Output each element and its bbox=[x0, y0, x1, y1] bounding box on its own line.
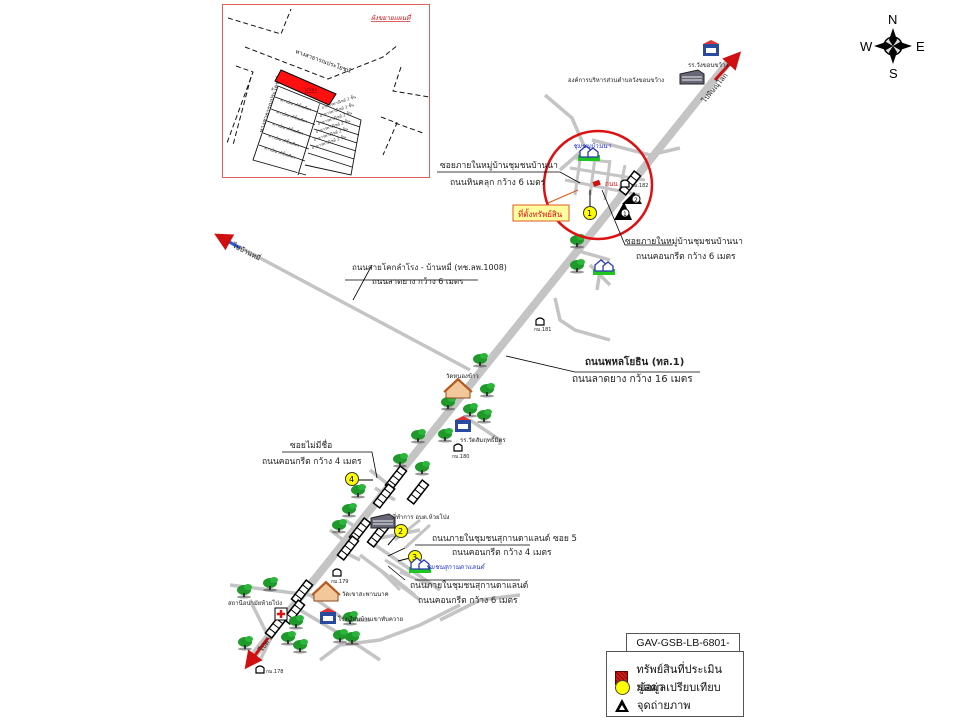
km-post-icon bbox=[535, 317, 545, 326]
soi-3-line2: ถนนคอนกรีต กว้าง 6 เมตร bbox=[418, 595, 518, 606]
subject-leader-line bbox=[547, 189, 579, 204]
km-179-label: กม.179 bbox=[331, 579, 348, 585]
km-post-icon bbox=[620, 179, 630, 188]
km-post-icon bbox=[332, 568, 342, 577]
to-west-label: ไปบ้านหมี่ bbox=[230, 240, 262, 262]
soi-2c-line1: ถนนภายในชุมชนสุกานดาแลนด์ ซอย 5 bbox=[432, 533, 577, 544]
compass-west: W bbox=[860, 39, 873, 54]
school-icon bbox=[455, 416, 471, 432]
village-icon bbox=[592, 259, 616, 276]
soi-1-line2: ถนนหินคลุก กว้าง 6 เมตร bbox=[450, 177, 546, 188]
compass-north: N bbox=[888, 12, 898, 27]
inset-map: ผังขยายแผนที่ ทางสาธารณประโยชน์ ทางสาธาร… bbox=[222, 4, 430, 178]
school-top-label: รร.วังขอนขว้าง bbox=[688, 62, 728, 69]
red-road-tag: ถนน bbox=[605, 180, 618, 188]
road-west-line1: ถนนสายโคกลำโรง - บ้านหมี่ (ทช.ลพ.1008) bbox=[352, 261, 507, 272]
svg-text:3: 3 bbox=[412, 553, 417, 562]
report-code: GAV-GSB-LB-6801-0008 bbox=[626, 633, 740, 667]
svg-text:1: 1 bbox=[623, 211, 627, 218]
school-3-label: โรงเรียนบ้านเขาทับควาย bbox=[338, 615, 403, 623]
soi-2c-line2: ถนนคอนกรีต กว้าง 4 เมตร bbox=[452, 547, 552, 558]
inset-parcels bbox=[252, 85, 362, 176]
legend: ทรัพย์สินที่ประเมินมูลค่า ข้อมูลเปรียบเท… bbox=[606, 651, 744, 717]
legend-item-comparable: ข้อมูลเปรียบเทียบ bbox=[615, 678, 721, 696]
soi-4-line1: ซอยไม่มีชื่อ bbox=[290, 439, 332, 451]
highway-line1: ถนนพหลโยธิน (ทล.1) bbox=[585, 355, 684, 368]
health-label: สถานีอนามัยห้วยโป่ง bbox=[228, 599, 282, 607]
km-182-label: กม.182 bbox=[631, 183, 648, 189]
compass-rose: N S W E bbox=[858, 12, 928, 82]
soi-4-line2: ถนนคอนกรีต กว้าง 4 เมตร bbox=[262, 456, 362, 467]
km-181-label: กม.181 bbox=[534, 327, 551, 333]
road-west-line2: ถนนลาดยาง กว้าง 6 เมตร bbox=[372, 277, 464, 286]
compass-south: S bbox=[889, 66, 898, 81]
subject-parcel-marker bbox=[592, 179, 601, 187]
comparable-4-marker: 4 bbox=[345, 472, 373, 486]
km-post-icon bbox=[453, 443, 463, 452]
school-2-label: รร.วัดสัมฤทธิ์มิตร bbox=[460, 435, 506, 444]
km-post-icon bbox=[255, 665, 265, 674]
office-building-icon bbox=[679, 69, 705, 85]
leader-lines bbox=[282, 171, 700, 581]
subject-tag-label: ที่ตั้งทรัพย์สิน bbox=[518, 208, 563, 219]
subject-highlight-circle bbox=[542, 129, 654, 241]
camera-triangle-icon bbox=[615, 698, 629, 712]
soi-2-line2: ถนนคอนกรีต กว้าง 6 เมตร bbox=[636, 251, 736, 262]
inset-subject-label: แปลง bbox=[305, 87, 317, 93]
arrow-south-icon bbox=[244, 637, 270, 670]
svg-text:2: 2 bbox=[634, 197, 638, 204]
svg-text:2: 2 bbox=[398, 527, 403, 536]
hospital-icon bbox=[274, 607, 288, 621]
inset-title: ผังขยายแผนที่ bbox=[371, 13, 412, 22]
comparable-1-marker: 1 bbox=[583, 190, 597, 220]
highway-line2: ถนนลาดยาง กว้าง 16 เมตร bbox=[572, 373, 693, 385]
svg-text:1: 1 bbox=[587, 209, 592, 218]
svg-text:4: 4 bbox=[349, 475, 354, 484]
yellow-circle-icon bbox=[615, 679, 630, 695]
sao-office-label: ที่ทำการ อบต.ห้วยโป่ง bbox=[392, 513, 450, 521]
inset-subject-parcel bbox=[274, 69, 337, 106]
highway-1 bbox=[246, 57, 734, 663]
compass-east: E bbox=[916, 39, 925, 54]
community-2-label: ชุมชนสุกานดาแลนด์ bbox=[426, 563, 486, 571]
photo-point-1-icon: 1 bbox=[614, 202, 632, 220]
km-178-label: กม.178 bbox=[266, 669, 283, 675]
road-west bbox=[229, 240, 471, 372]
soi-3-line1: ถนนภายในชุมชนสุกานดาแลนด์ bbox=[410, 580, 528, 591]
soi-2-line1: ซอยภายในหมู่บ้านชุมชนบ้านนา bbox=[625, 236, 743, 247]
subject-tag-box bbox=[512, 204, 570, 222]
inset-roads bbox=[226, 8, 430, 156]
temple-1-label: วัดหนองข้าว bbox=[446, 373, 479, 380]
school-icon bbox=[703, 40, 719, 56]
arrow-west-icon bbox=[214, 233, 241, 251]
temple-2-label: วัดเขาสะพานนาค bbox=[342, 591, 389, 598]
soi-1-line1: ซอยภายในหมู่บ้านชุมชนบ้านนา bbox=[440, 160, 558, 171]
photo-point-2-icon: 2 bbox=[622, 192, 642, 204]
comparable-2-marker: 2 bbox=[387, 524, 408, 546]
community-1-label: ชุมชนบ้านนา bbox=[573, 142, 611, 150]
legend-item-photo-point: จุดถ่ายภาพ bbox=[615, 696, 691, 714]
km-180-label: กม.180 bbox=[452, 454, 469, 460]
inset-road-top: ทางสาธารณประโยชน์ bbox=[294, 47, 352, 74]
arrow-north-icon bbox=[713, 51, 742, 82]
sao-label: องค์การบริหารส่วนตำบลวังขอนขว้าง bbox=[568, 76, 664, 84]
compass-icon bbox=[874, 28, 912, 64]
